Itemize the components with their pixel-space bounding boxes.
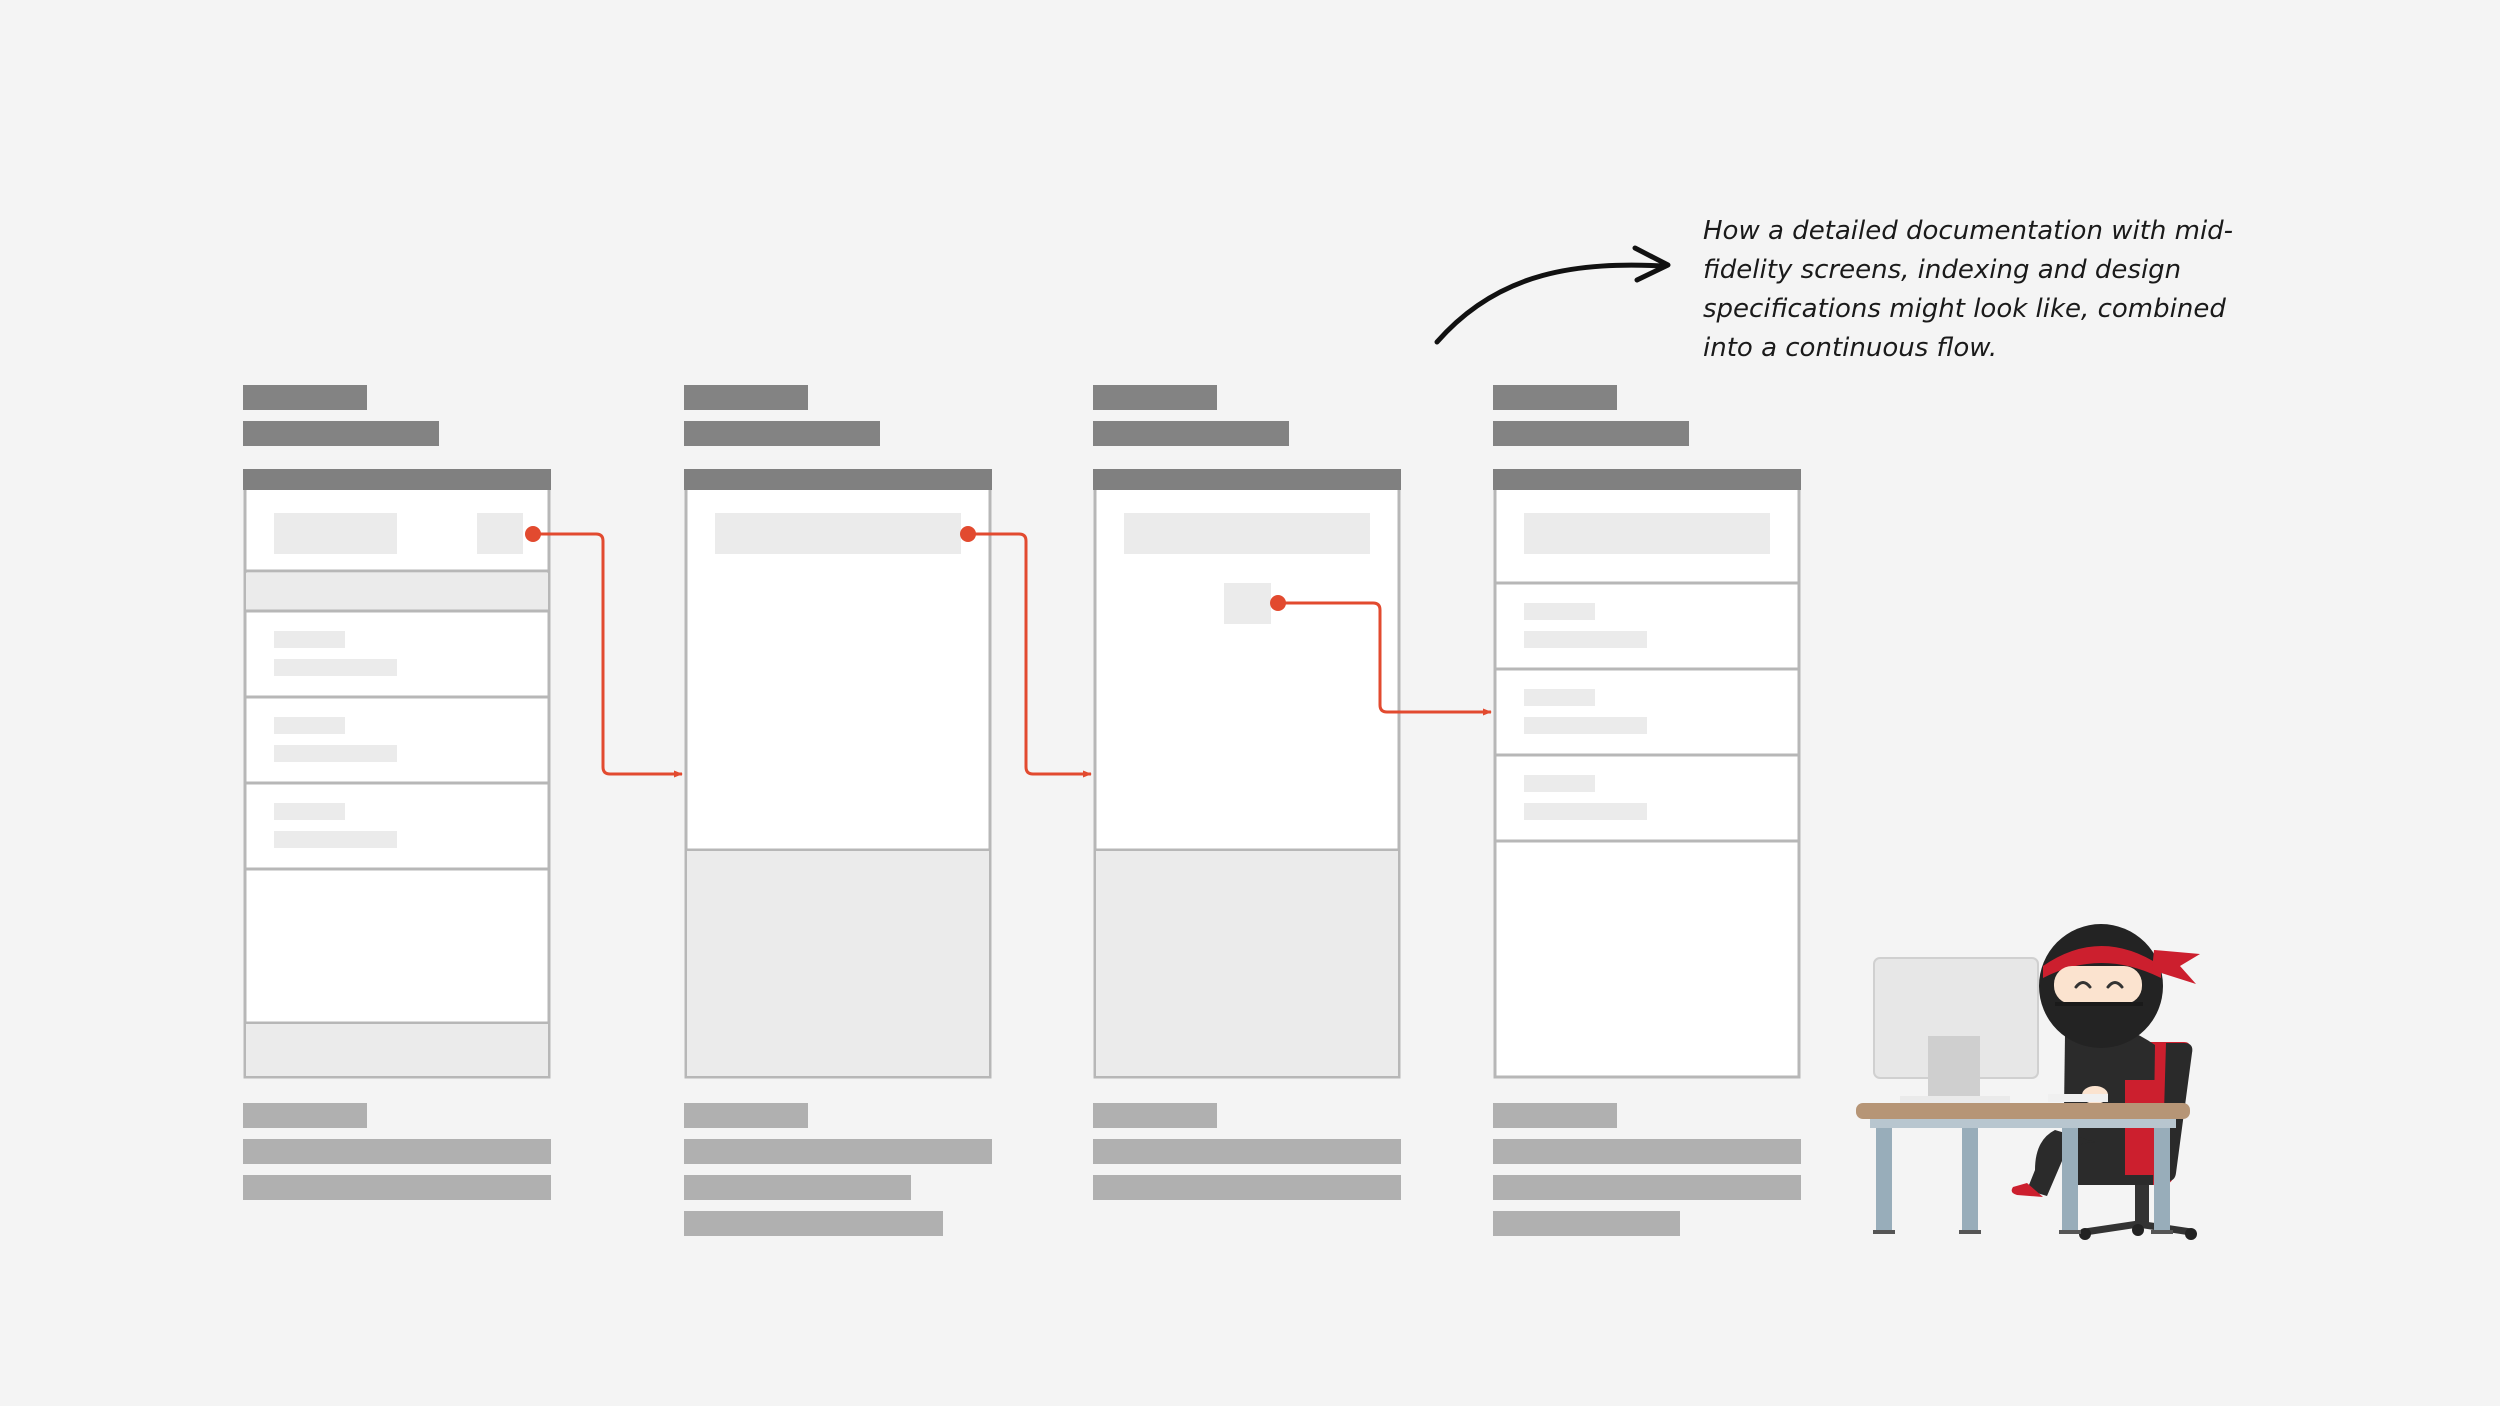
screen-4-spec-placeholder [1493,1139,1801,1164]
screen-2-spec-placeholder [684,1139,992,1164]
screen-1-spec-placeholder [243,1175,551,1200]
screen-2-spec-placeholder [684,1211,943,1236]
screen-1-spec-placeholder [243,1139,551,1164]
screen-2-spec-placeholder [684,1175,911,1200]
screen-2-subtitle-placeholder [684,421,880,446]
screen-3-title-placeholder [1093,385,1217,410]
screen-2-group [684,385,992,1236]
screen-1-frame [243,469,551,1079]
curved-arrow-icon [1434,245,1671,345]
screen-2-title-placeholder [684,385,808,410]
screen-4-subtitle-placeholder [1493,421,1689,446]
screen-3-spec-placeholder [1093,1139,1401,1164]
screen-2-frame [684,469,992,1079]
screen-1-title-placeholder [243,385,367,410]
screen-4-spec-placeholder [1493,1103,1617,1128]
screen-3-spec-placeholder [1093,1175,1401,1200]
screen-1-spec-placeholder [243,1103,367,1128]
screen-4-group [1493,385,1801,1236]
screen-4-title-placeholder [1493,385,1617,410]
screen-3-subtitle-placeholder [1093,421,1289,446]
flow-arrow-icon [525,526,683,778]
flow-arrow-icon [960,526,1092,778]
screen-4-spec-placeholder [1493,1175,1801,1200]
screen-3-spec-placeholder [1093,1103,1217,1128]
screen-3-frame [1093,469,1401,1079]
screen-4-frame [1493,469,1801,1079]
flow-arrow-icon [1270,595,1492,716]
screen-2-spec-placeholder [684,1103,808,1128]
annotation-caption: How a detailed documentation with mid-fi… [1703,216,2234,363]
screen-1-group [243,385,551,1200]
ninja-at-desk-illustration [1856,924,2200,1240]
screen-4-spec-placeholder [1493,1211,1680,1236]
screen-1-subtitle-placeholder [243,421,439,446]
screen-3-group [1093,385,1401,1200]
